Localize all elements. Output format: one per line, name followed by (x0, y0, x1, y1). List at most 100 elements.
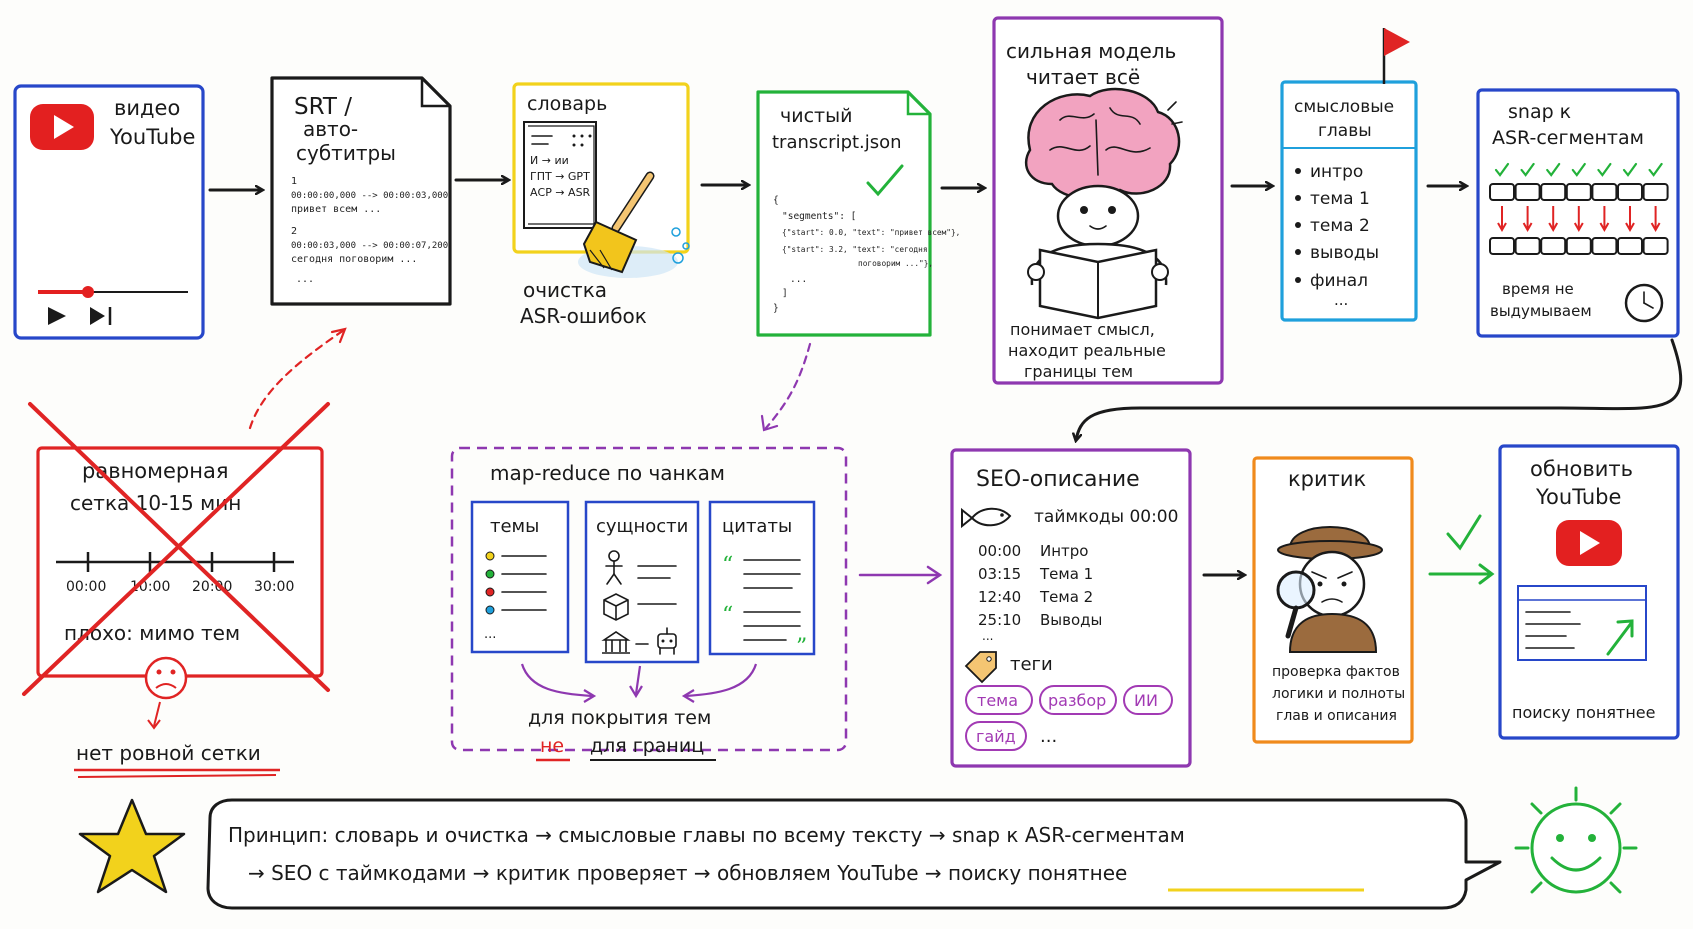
col-entities-title: сущности (596, 516, 688, 537)
col-topics-title: темы (490, 516, 539, 537)
chapter-item: тема 1 (1310, 189, 1370, 209)
seo-tag: ИИ (1134, 691, 1158, 710)
srt-line: 00:00:00,000 --> 00:00:03,000 (291, 191, 448, 201)
seo-tags: тема разбор ИИ гайд ... (965, 685, 1173, 751)
model-title-line2: читает всё (1026, 65, 1140, 89)
youtube-logo-icon (30, 104, 94, 150)
chapters-title-line1: смысловые (1294, 97, 1394, 117)
description-preview (1517, 585, 1647, 661)
grid-title-line1: равномерная (82, 459, 228, 483)
srt-line: 2 (291, 226, 297, 237)
col-quotes-title: цитаты (722, 516, 792, 537)
quote-open-icon: “ (722, 603, 733, 628)
srt-line: 1 (291, 176, 297, 187)
srt-title-line2: авто- (303, 117, 358, 141)
mapreduce-caption-rest: для границ (590, 735, 704, 757)
dashed-arrow-grid-srt (248, 328, 346, 430)
transcript-title-line1: чистый (780, 105, 852, 127)
seo-tag: тема (977, 691, 1018, 710)
transcript-title-line2: transcript.json (772, 132, 902, 153)
segment-check-icon (1494, 162, 1510, 177)
srt-line: сегодня поговорим ... (291, 254, 417, 265)
model-caption-line3: границы тем (1024, 362, 1133, 381)
robot-icon (657, 627, 677, 655)
model-caption-line2: находит реальные (1008, 341, 1166, 360)
chapter-item: интро (1310, 162, 1363, 182)
timecode-time: 25:10 (978, 611, 1021, 629)
mapreduce-col-topics: темы ... (470, 500, 570, 654)
snap-caption-line1: время не (1502, 280, 1574, 298)
srt-line: ... (296, 274, 314, 285)
seo-card: SEO-описание таймкоды 00:00 00:00 Интро … (950, 448, 1192, 768)
video-card: видео YouTube (13, 84, 205, 340)
person-icon (605, 550, 623, 585)
grid-title-line2: сетка 10-15 мин (70, 491, 241, 515)
asr-segment (1514, 237, 1541, 255)
update-caption: поиску понятнее (1512, 703, 1655, 722)
transcript-code-line: "segments": [ (782, 211, 856, 222)
chapter-segment (1565, 183, 1592, 201)
mapreduce-card: map-reduce по чанкам темы ... сущности (450, 446, 848, 762)
chapter-segment (1540, 183, 1567, 201)
principle-line2-part1: → SEO с таймкодами → критик проверяет → … (248, 861, 948, 885)
video-title-line1: видео (114, 96, 180, 120)
grid-tick: 30:00 (254, 579, 294, 595)
principle-line2-highlight: поиску понятнее (948, 861, 1127, 885)
segment-check-icon (1597, 162, 1612, 177)
update-card: обновить YouTube поиску понятнее (1498, 444, 1680, 740)
chapter-segment (1489, 183, 1515, 201)
chapter-item: финал (1310, 271, 1368, 291)
arrow-snap-seo (1076, 338, 1683, 440)
mapreduce-caption-line1: для покрытия тем (528, 707, 711, 729)
mapreduce-merge-arrows (520, 663, 758, 703)
brain-reader-icon (1024, 87, 1183, 320)
timecode-label: Интро (1040, 542, 1088, 560)
timecode-label: Выводы (1040, 611, 1102, 629)
detective-icon (1276, 526, 1383, 653)
transcript-code-line: ... (790, 274, 807, 285)
asr-segment (1489, 237, 1515, 255)
srt-card: SRT / авто- субтитры 1 00:00:00,000 --> … (270, 76, 452, 306)
grid-verdict-arrow (153, 701, 161, 727)
dictionary-entry: И → ии (530, 154, 569, 167)
grid-verdict: нет ровной сетки (76, 741, 261, 765)
star-icon (78, 798, 186, 894)
snap-arrow-head (1650, 222, 1661, 233)
timecode-time: 12:40 (978, 588, 1021, 606)
srt-line: 00:00:03,000 --> 00:00:07,200 (291, 241, 448, 251)
segment-check-icon (1546, 162, 1561, 177)
srt-title-line1: SRT / (294, 94, 352, 120)
snap-arrow-head (1573, 222, 1584, 233)
chapter-item: тема 2 (1310, 216, 1370, 236)
grid-tick: 00:00 (66, 579, 106, 595)
principle-line2: → SEO с таймкодами → критик проверяет → … (248, 861, 1127, 885)
snap-arrow-head (1625, 222, 1635, 233)
critic-caption-line3: глав и описания (1276, 708, 1397, 724)
snap-arrow-head (1522, 222, 1533, 233)
youtube-logo-icon (1556, 520, 1622, 566)
mapreduce-col-quotes: цитаты “ “ ” (708, 500, 816, 660)
building-icon (601, 631, 631, 654)
mapreduce-col-entities: сущности (584, 500, 700, 664)
transcript-code-line: поговорим ..."}, (858, 259, 933, 268)
snap-card: snap к ASR-сегментам время не выдумываем (1476, 88, 1680, 338)
sad-face-icon (144, 656, 188, 700)
snap-title-line1: snap к (1508, 101, 1571, 123)
timecode-more: ... (982, 629, 993, 643)
segment-check-icon (1520, 162, 1535, 177)
seo-tag: гайд (976, 727, 1016, 746)
snap-segments-diagram (1489, 162, 1669, 255)
transcript-code-line: } (773, 303, 779, 314)
grid-bad-label: плохо: мимо тем (64, 621, 240, 645)
timecode-label: Тема 1 (1039, 565, 1093, 583)
seo-timecodes-label: таймкоды 00:00 (1034, 507, 1178, 527)
asr-segment (1642, 237, 1669, 255)
timecode-time: 03:15 (978, 565, 1021, 583)
segment-check-icon (1571, 162, 1586, 177)
asr-segment (1540, 237, 1567, 255)
model-caption-line1: понимает смысл, (1010, 320, 1155, 339)
dashed-arrow-transcript-mapreduce (764, 342, 812, 430)
box-icon (603, 593, 629, 621)
snap-title-line2: ASR-сегментам (1492, 127, 1644, 149)
